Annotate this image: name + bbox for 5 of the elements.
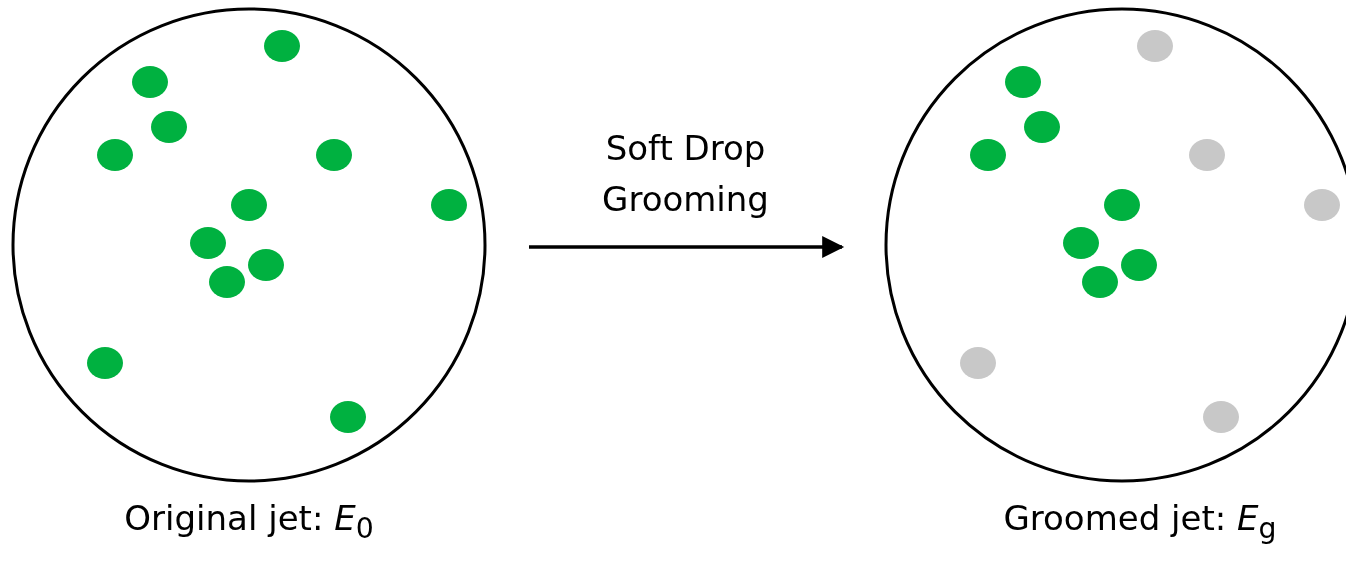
arrow <box>529 236 845 258</box>
jet-caption: Groomed jet: E$_{g}$ <box>1003 498 1277 545</box>
edge-label: Soft Drop Grooming <box>601 127 770 221</box>
jet-circle <box>11 7 487 483</box>
jet-caption: Original jet: E$_{0}$ <box>124 498 374 545</box>
